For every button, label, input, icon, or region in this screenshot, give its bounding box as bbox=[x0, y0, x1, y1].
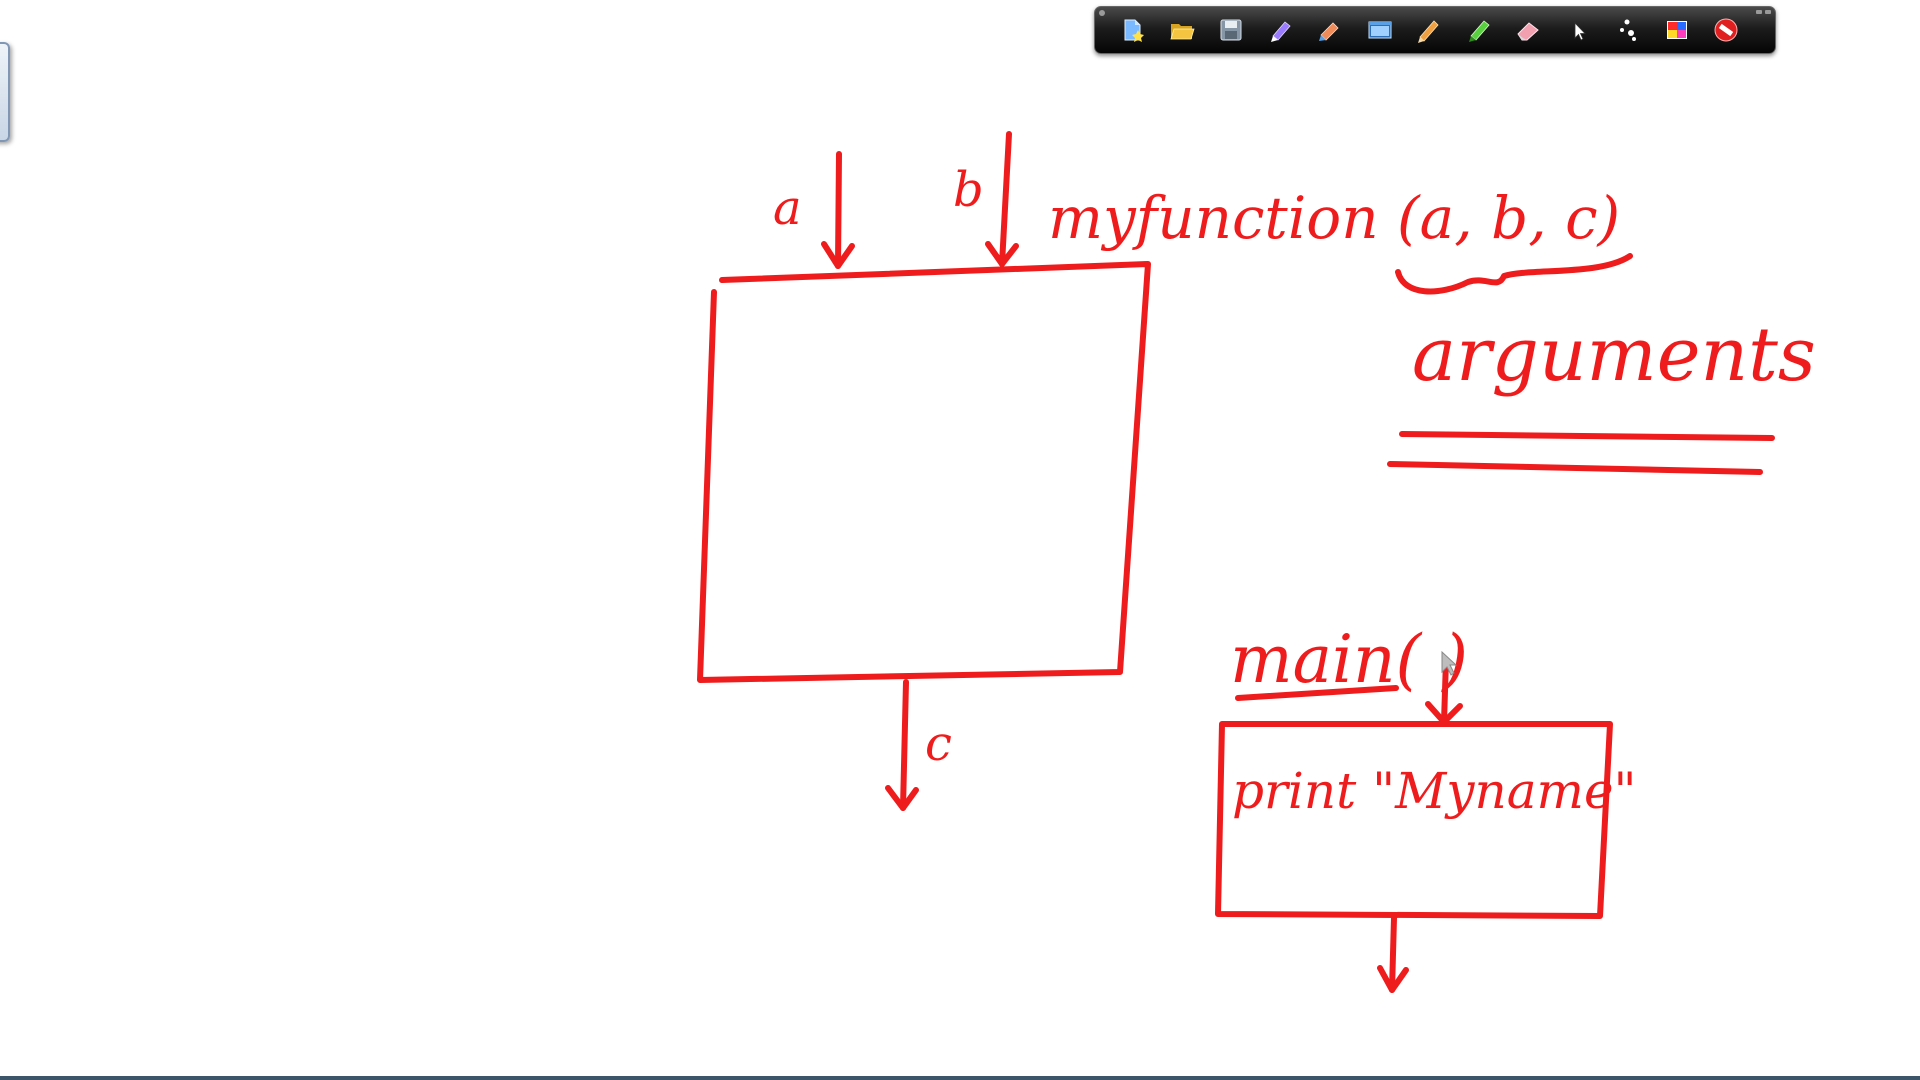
print-box bbox=[1215, 721, 1613, 919]
annotation-toolbar bbox=[1094, 6, 1776, 54]
pencil-tool[interactable] bbox=[1412, 13, 1446, 47]
marker-tool[interactable] bbox=[1462, 13, 1496, 47]
marker-icon bbox=[1468, 20, 1490, 42]
eraser-icon bbox=[1517, 22, 1539, 41]
new-page-tool[interactable] bbox=[1115, 13, 1149, 47]
pen-icon bbox=[1270, 21, 1291, 42]
side-panel-tab[interactable] bbox=[0, 42, 10, 142]
screen-capture-tool[interactable] bbox=[1363, 13, 1397, 47]
input-b-arrow bbox=[985, 131, 1019, 267]
output-c-arrow bbox=[885, 679, 919, 811]
main-underline bbox=[1235, 685, 1399, 701]
toolbar-grip[interactable] bbox=[1099, 10, 1105, 16]
laser-dots-tool[interactable] bbox=[1610, 13, 1644, 47]
print-statement-text: print "Myname" bbox=[1232, 762, 1637, 820]
main-call-text: main( ) bbox=[1230, 621, 1468, 698]
arguments-underline-top bbox=[1399, 431, 1775, 441]
toolbar-minimize-button[interactable] bbox=[1756, 10, 1762, 14]
eraser-tool[interactable] bbox=[1511, 13, 1545, 47]
pointer-arrow-icon bbox=[1574, 22, 1586, 41]
toolbar-close-button[interactable] bbox=[1765, 10, 1771, 14]
input-a-label: a bbox=[773, 180, 802, 236]
save-tool[interactable] bbox=[1214, 13, 1248, 47]
close-tool[interactable] bbox=[1709, 13, 1743, 47]
taskbar-edge bbox=[0, 1076, 1920, 1080]
function-call-text: myfunction (a, b, c) bbox=[1048, 184, 1620, 252]
laser-dots-icon bbox=[1620, 19, 1636, 41]
save-disk-icon bbox=[1220, 19, 1242, 41]
arguments-underline-bottom bbox=[1387, 461, 1763, 475]
color-palette-icon bbox=[1666, 21, 1687, 39]
pencil-icon bbox=[1418, 20, 1439, 43]
highlighter-pen-icon bbox=[1319, 22, 1339, 41]
arguments-text: arguments bbox=[1412, 312, 1816, 398]
pointer-tool[interactable] bbox=[1561, 13, 1595, 47]
output-c-label: c bbox=[925, 716, 952, 772]
input-b-label: b bbox=[953, 162, 984, 218]
print-output-arrow bbox=[1377, 915, 1409, 993]
input-a-arrow bbox=[821, 151, 855, 269]
pen-tool[interactable] bbox=[1264, 13, 1298, 47]
open-folder-tool[interactable] bbox=[1165, 13, 1199, 47]
close-no-entry-icon bbox=[1714, 18, 1738, 42]
mouse-cursor-icon bbox=[1441, 650, 1458, 676]
screen-capture-icon bbox=[1368, 21, 1391, 39]
color-palette-tool[interactable] bbox=[1660, 13, 1694, 47]
toolbar-window-buttons bbox=[1756, 10, 1771, 14]
open-folder-icon bbox=[1169, 24, 1195, 40]
highlighter-pen-tool[interactable] bbox=[1313, 13, 1347, 47]
function-box bbox=[697, 261, 1151, 683]
new-page-icon bbox=[1124, 19, 1144, 42]
arguments-brace bbox=[1395, 253, 1633, 295]
